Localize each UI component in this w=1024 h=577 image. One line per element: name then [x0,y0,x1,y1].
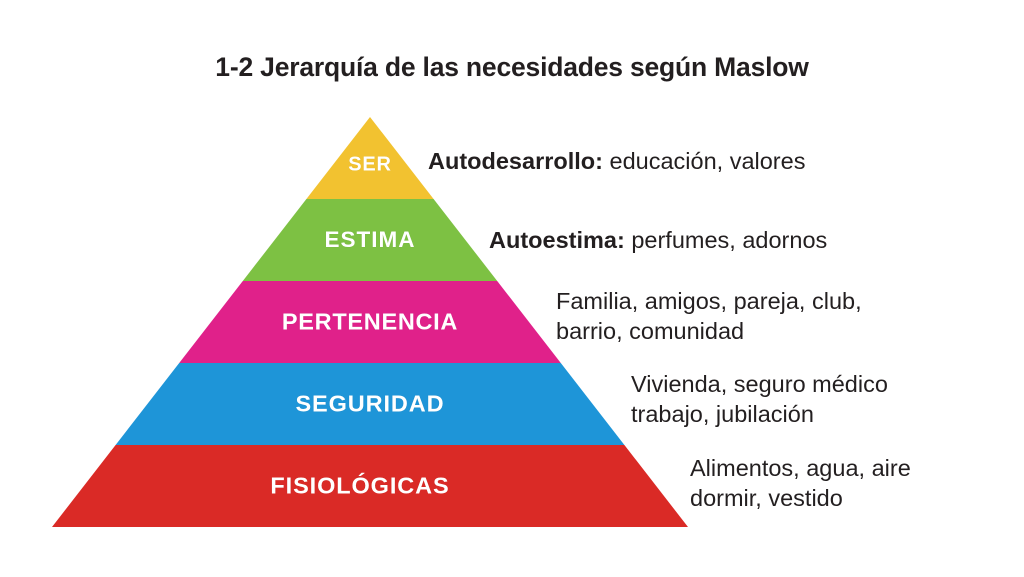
description-estima-text: perfumes, adornos [624,227,828,253]
description-estima: Autoestima: perfumes, adornos [489,225,827,255]
pyramid-band-seguridad[interactable] [115,363,625,445]
pyramid-label-estima: ESTIMA [324,227,416,252]
description-ser: Autodesarrollo: educación, valores [428,146,805,176]
description-estima-lead: Autoestima: [489,227,625,253]
pyramid-band-fisiologicas[interactable] [52,445,688,527]
description-fisiologicas: Alimentos, agua, aire dormir, vestido [690,455,911,511]
pyramid-label-pertenencia: PERTENENCIA [281,308,459,335]
pyramid-label-seguridad: SEGURIDAD [295,390,445,417]
description-pertenencia: Familia, amigos, pareja, club, barrio, c… [556,288,862,344]
pyramid-band-estima[interactable] [242,199,498,281]
description-ser-lead: Autodesarrollo: [428,148,603,174]
pyramid-band-ser[interactable] [306,117,434,199]
page-title: 1-2 Jerarquía de las necesidades según M… [215,52,809,82]
pyramid-label-ser: SER [348,153,392,176]
description-seguridad: Vivienda, seguro médico trabajo, jubilac… [631,371,888,427]
pyramid-label-fisiologicas: FISIOLÓGICAS [270,472,450,499]
description-ser-text: educación, valores [602,148,806,174]
pyramid-band-pertenencia[interactable] [179,281,561,363]
